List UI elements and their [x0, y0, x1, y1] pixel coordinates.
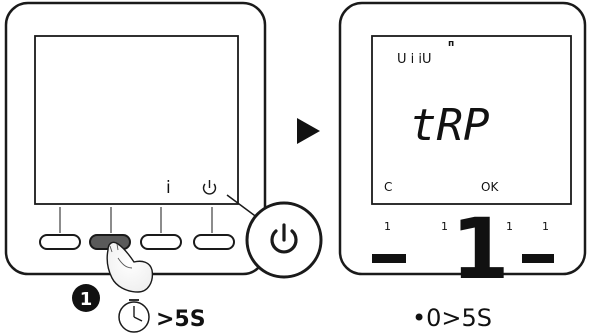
- right-triangle-arrow-icon: [297, 118, 320, 144]
- power-icon-large: [270, 223, 298, 254]
- left-thermostat: i: [4, 1, 267, 293]
- button-4[interactable]: [193, 234, 235, 250]
- finger-detail-line: [117, 257, 133, 269]
- tick-4: 1: [542, 220, 549, 233]
- power-button-callout: [245, 201, 323, 279]
- button-separators: [59, 207, 213, 233]
- right-screen: [371, 35, 572, 205]
- button-3[interactable]: [140, 234, 182, 250]
- big-digit: 1: [451, 200, 509, 298]
- status-segments: U i iU: [397, 52, 432, 67]
- left-screen: [34, 35, 239, 205]
- callout-leader-line: [226, 194, 259, 219]
- main-display-text: tRP: [410, 100, 489, 151]
- left-soft-label: C: [384, 180, 392, 194]
- status-superscript: п: [448, 39, 454, 49]
- stopwatch-icon: [118, 299, 150, 333]
- tick-3: 1: [506, 220, 513, 233]
- power-icon: [202, 180, 217, 195]
- step-indicator: 1: [72, 284, 100, 312]
- info-key-label: i: [166, 178, 171, 198]
- right-thermostat: U i iU п tRP C OK 1 1 1 1 1: [338, 1, 587, 298]
- left-hold-time: >5S: [156, 307, 206, 332]
- tick-1: 1: [384, 220, 391, 233]
- right-soft-label: OK: [481, 180, 499, 194]
- left-dash-bar: [372, 254, 406, 263]
- pressing-finger-icon: [106, 241, 154, 293]
- finger-press-lines: [109, 243, 119, 253]
- right-dash-bar: [522, 254, 554, 263]
- button-1[interactable]: [39, 234, 81, 250]
- right-hold-time: •0>5S: [412, 304, 492, 332]
- step-number: 1: [80, 289, 93, 310]
- step-number-badge: [72, 284, 100, 312]
- tick-2: 1: [441, 220, 448, 233]
